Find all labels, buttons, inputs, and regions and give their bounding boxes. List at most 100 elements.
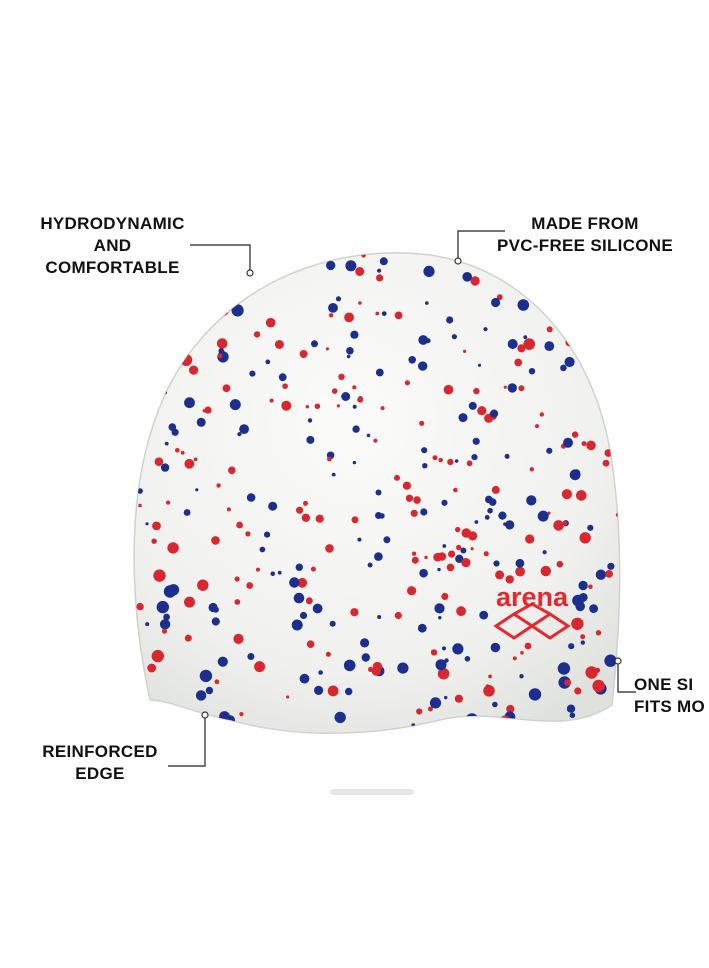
- pattern-dot: [264, 531, 271, 538]
- pattern-dot: [253, 331, 261, 338]
- pattern-dot: [201, 307, 209, 315]
- pattern-dot: [160, 463, 170, 472]
- pattern-dot: [535, 424, 539, 429]
- pattern-dot: [519, 674, 524, 679]
- pattern-dot: [383, 536, 391, 544]
- pattern-dot: [372, 661, 383, 672]
- pattern-dot: [556, 560, 564, 568]
- pattern-dot: [176, 301, 187, 313]
- pattern-dot: [145, 522, 149, 526]
- pattern-dot: [167, 542, 179, 554]
- pattern-dot: [472, 437, 480, 445]
- pattern-dot: [296, 506, 304, 514]
- pattern-dot: [581, 728, 592, 734]
- pattern-dot: [411, 556, 419, 564]
- pattern-dot: [325, 544, 334, 553]
- pattern-dot: [578, 580, 588, 591]
- pattern-dot: [419, 420, 425, 426]
- pattern-dot: [443, 384, 454, 395]
- pattern-dot: [407, 586, 417, 596]
- pattern-dot: [214, 679, 220, 685]
- pattern-dot: [432, 455, 438, 461]
- pattern-dot: [254, 661, 266, 673]
- pattern-dot: [563, 437, 573, 448]
- pattern-dot: [336, 404, 340, 408]
- pattern-dot: [529, 467, 534, 472]
- pattern-dot: [375, 489, 382, 496]
- pattern-dot: [572, 277, 580, 285]
- leader-line-edge: [168, 716, 206, 767]
- pattern-dot: [151, 538, 157, 544]
- pattern-dot: [460, 547, 467, 554]
- pattern-dot: [249, 370, 256, 377]
- pattern-dot: [268, 501, 278, 511]
- pattern-dot: [156, 600, 169, 614]
- pattern-dot: [184, 397, 195, 409]
- pattern-dot: [150, 332, 162, 344]
- pattern-dot: [234, 268, 240, 273]
- pattern-dot: [525, 720, 531, 726]
- pattern-dot: [434, 603, 445, 614]
- pattern-dot: [183, 509, 191, 516]
- pattern-dot: [204, 406, 212, 414]
- pattern-dot: [234, 599, 241, 605]
- pattern-dot: [274, 340, 284, 349]
- pattern-dot: [331, 472, 336, 477]
- pattern-dot: [542, 550, 547, 555]
- pattern-dot: [605, 570, 613, 578]
- pattern-dot: [307, 418, 313, 423]
- pattern-dot: [264, 269, 275, 281]
- pattern-dot: [176, 297, 185, 306]
- pattern-dot: [136, 693, 144, 701]
- pattern-dot: [358, 301, 362, 305]
- pattern-dot: [604, 654, 617, 667]
- pattern-dot: [144, 311, 154, 321]
- pattern-dot: [352, 425, 360, 433]
- pattern-dot: [544, 341, 555, 351]
- pattern-dot: [504, 453, 510, 459]
- pattern-dot: [289, 577, 300, 588]
- pattern-dot: [488, 674, 492, 679]
- pattern-dot: [553, 520, 564, 531]
- pattern-dot: [448, 550, 456, 558]
- pattern-dot: [437, 552, 447, 561]
- pattern-dot: [438, 457, 443, 463]
- pattern-dot: [312, 603, 323, 614]
- pattern-dot: [343, 659, 356, 672]
- pattern-dot: [326, 260, 336, 271]
- leader-line-hydrodynamic: [190, 244, 251, 272]
- pattern-dot: [361, 653, 370, 662]
- pattern-dot: [199, 669, 213, 683]
- pattern-dot: [161, 628, 168, 634]
- pattern-dot: [208, 602, 218, 613]
- pattern-dot: [246, 493, 256, 502]
- pattern-dot: [325, 651, 331, 657]
- pattern-dot: [420, 508, 428, 516]
- pattern-dot: [297, 577, 308, 588]
- pattern-dot: [137, 488, 143, 494]
- pattern-dot: [525, 534, 535, 544]
- pattern-dot: [575, 601, 585, 612]
- pattern-dot: [437, 667, 450, 680]
- pattern-dot: [551, 270, 563, 282]
- callout-line: COMFORTABLE: [45, 258, 180, 277]
- pattern-dot: [418, 335, 429, 345]
- pattern-dot: [441, 499, 448, 506]
- pattern-dot: [196, 417, 206, 427]
- pattern-dot: [491, 485, 500, 494]
- pattern-dot: [441, 592, 449, 601]
- pattern-dot: [451, 334, 457, 340]
- leader-line-silicone: [457, 230, 505, 260]
- pattern-dot: [541, 725, 550, 734]
- pattern-dot: [524, 642, 532, 650]
- pattern-dot: [305, 597, 313, 605]
- pattern-dot: [318, 670, 323, 675]
- pattern-dot: [229, 399, 241, 411]
- pattern-dot: [475, 721, 484, 729]
- pattern-dot: [506, 704, 515, 714]
- pattern-dot: [145, 359, 154, 368]
- pattern-dot: [350, 330, 359, 339]
- pattern-dot: [442, 544, 447, 548]
- pattern-dot: [574, 687, 582, 695]
